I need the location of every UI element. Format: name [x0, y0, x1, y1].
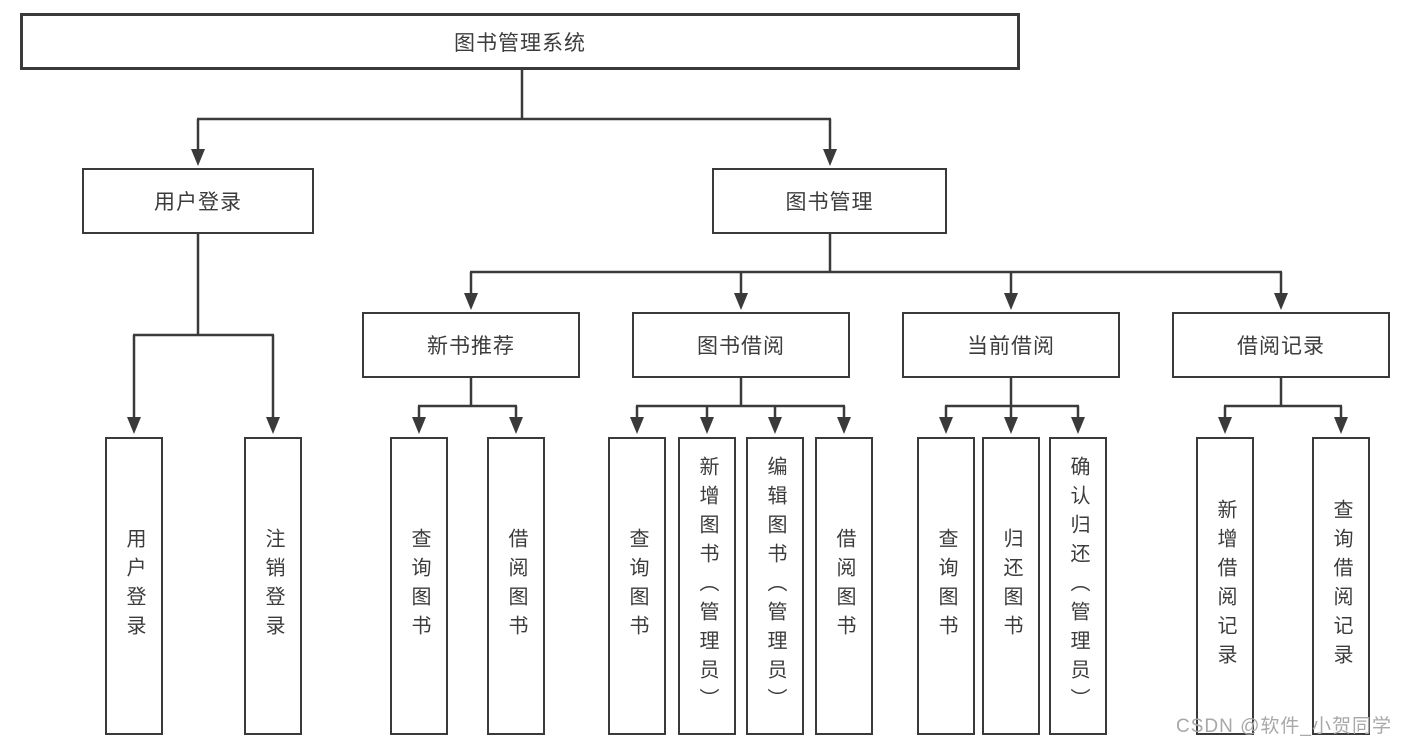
- connector-paths: [132, 70, 1343, 419]
- leaf-borrow-books-borrowing: 借阅图书: [815, 437, 873, 735]
- leaf-query-books-recommend: 查询图书: [390, 437, 448, 735]
- csdn-watermark: CSDN @软件_小贺同学: [1176, 716, 1392, 737]
- leaf-confirm-return-admin: 确认归还（管理员）: [1049, 437, 1107, 735]
- node-current-borrowing: 当前借阅: [902, 312, 1120, 378]
- leaf-query-books-borrowing: 查询图书: [608, 437, 666, 735]
- node-label: 当前借阅: [967, 335, 1055, 358]
- node-book-borrowing: 图书借阅: [632, 312, 850, 378]
- node-label: 用户登录: [154, 191, 242, 214]
- node-label: 新增图书（管理员）: [696, 455, 718, 717]
- node-label: 图书管理系统: [454, 31, 586, 55]
- node-label: 归还图书: [1000, 528, 1022, 644]
- node-label: 注销登录: [262, 528, 284, 644]
- leaf-query-borrow-record: 查询借阅记录: [1312, 437, 1370, 735]
- leaf-return-book: 归还图书: [982, 437, 1040, 735]
- node-borrowing-records: 借阅记录: [1172, 312, 1390, 378]
- node-user-login: 用户登录: [82, 168, 314, 234]
- node-library-management-system: 图书管理系统: [20, 13, 1020, 70]
- node-label: 用户登录: [123, 528, 145, 644]
- node-label: 图书管理: [785, 191, 874, 214]
- node-label: 新增借阅记录: [1214, 499, 1236, 673]
- leaf-user-login: 用户登录: [105, 437, 163, 735]
- node-label: 确认归还（管理员）: [1067, 455, 1089, 717]
- leaf-add-borrow-record: 新增借阅记录: [1196, 437, 1254, 735]
- node-label: 查询借阅记录: [1330, 499, 1352, 673]
- node-label: 借阅图书: [833, 528, 855, 644]
- node-new-book-recommendation: 新书推荐: [362, 312, 580, 378]
- leaf-query-books-current: 查询图书: [917, 437, 975, 735]
- node-book-management: 图书管理: [712, 168, 947, 234]
- node-label: 新书推荐: [427, 335, 515, 358]
- node-label: 查询图书: [408, 528, 430, 644]
- node-label: 图书借阅: [697, 335, 785, 358]
- node-label: 借阅记录: [1237, 335, 1325, 358]
- leaf-edit-book-admin: 编辑图书（管理员）: [746, 437, 804, 735]
- node-label: 查询图书: [935, 528, 957, 644]
- leaf-add-book-admin: 新增图书（管理员）: [678, 437, 736, 735]
- connector-arrowheads: [127, 149, 1348, 434]
- node-label: 查询图书: [626, 528, 648, 644]
- leaf-borrow-books-recommend: 借阅图书: [487, 437, 545, 735]
- leaf-logout: 注销登录: [244, 437, 302, 735]
- node-label: 借阅图书: [505, 528, 527, 644]
- node-label: 编辑图书（管理员）: [764, 455, 786, 717]
